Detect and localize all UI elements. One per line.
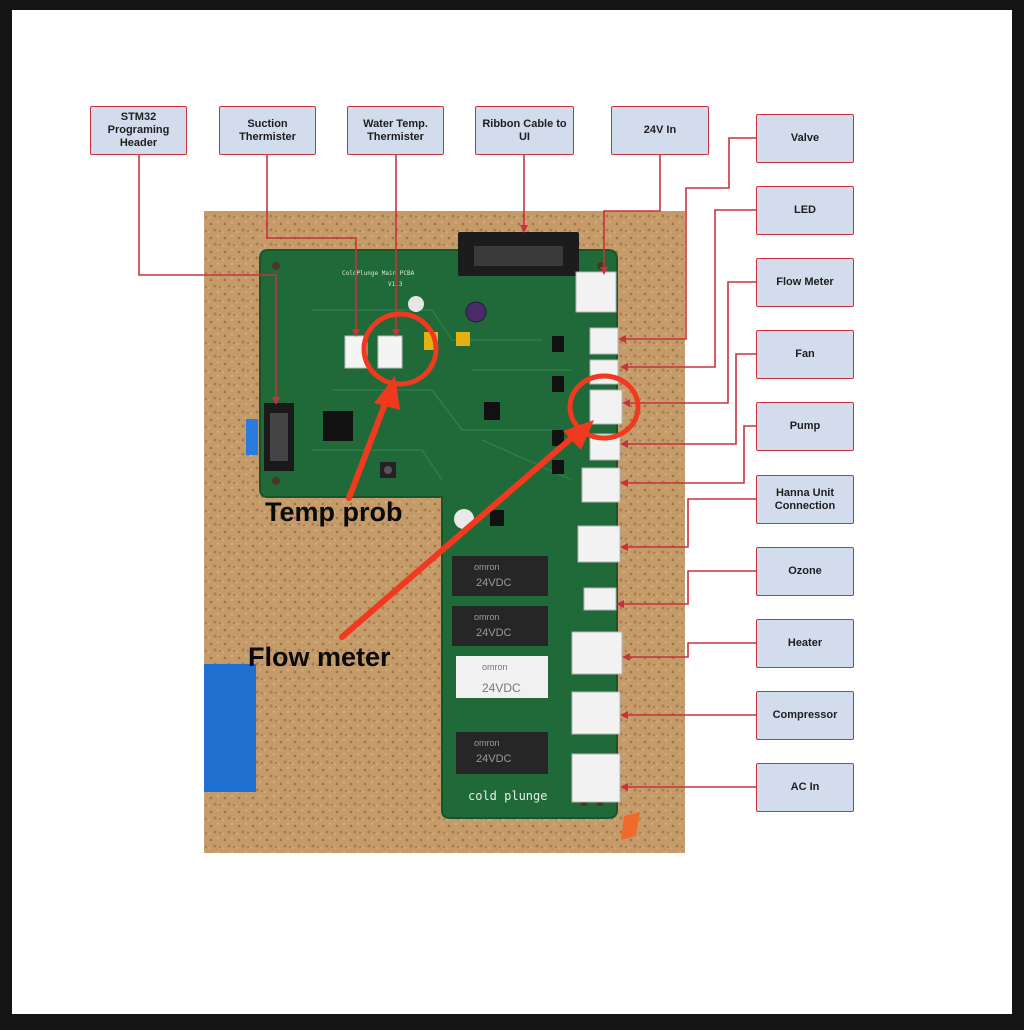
temp-probe-circle [361, 311, 439, 387]
flow-meter-leader [626, 281, 756, 404]
ozone-leader [620, 570, 756, 605]
arrowhead [616, 600, 624, 608]
arrowhead [622, 399, 630, 407]
silk-bottom-text: cold plunge [468, 789, 547, 803]
valve-connector [589, 327, 619, 355]
mount-hole [272, 477, 280, 485]
arrowhead [520, 225, 528, 233]
relay [456, 656, 548, 698]
blue-tape-left [204, 664, 256, 792]
valve-label: Valve [756, 114, 854, 163]
flow-meter-label: Flow Meter [756, 258, 854, 307]
temp-probe-arrow [346, 393, 391, 501]
orange-scrap [621, 812, 640, 840]
mcu-chip [323, 411, 353, 441]
tantalum-cap [456, 332, 470, 346]
silk-title: ColdPlunge Main PCBA [342, 270, 415, 277]
ic-chip [552, 336, 564, 352]
relay [452, 606, 548, 646]
flow-meter-arrowhead [563, 420, 594, 450]
ic-chip [484, 402, 500, 420]
temp-probe-annotation: Temp prob [265, 497, 403, 527]
callout-arrows [339, 376, 594, 640]
arrowhead [272, 397, 280, 405]
arrowhead [600, 267, 608, 275]
pcb-traces [312, 309, 573, 481]
arrowhead [618, 335, 626, 343]
leader-arrowheads [272, 225, 630, 791]
temp-probe-arrowhead [374, 376, 400, 410]
pump-label: Pump [756, 402, 854, 451]
pump-leader [624, 425, 756, 484]
arrowhead [620, 479, 628, 487]
fan-leader [624, 353, 756, 445]
mount-hole [272, 262, 280, 270]
valve-leader [622, 137, 756, 340]
arrowhead [620, 711, 628, 719]
arrowhead [620, 783, 628, 791]
ribbon-header-slot [474, 246, 563, 266]
24v-in-label: 24V In [611, 106, 709, 155]
hanna-connector [577, 525, 621, 563]
diagram-frame: ColdPlunge Main PCBA V1.3 cold plunge [12, 10, 1012, 1014]
flow-meter-connector [589, 389, 623, 425]
button-cap [384, 466, 392, 474]
arrowhead [620, 363, 628, 371]
ozone-connector [583, 587, 617, 611]
relay-voltage: 24VDC [476, 577, 512, 589]
compressor-connector [571, 691, 621, 735]
stm32-leader [138, 155, 277, 400]
water-temp-thermistor-label: Water Temp. Thermister [347, 106, 444, 155]
ic-chip [552, 430, 564, 446]
24v-leader [603, 155, 661, 270]
pump-connector [581, 467, 621, 503]
water-temp-thermistor-connector [377, 335, 403, 369]
compressor-label: Compressor [756, 691, 854, 740]
relay-voltage: 24VDC [476, 753, 512, 765]
relay-brand: omron [474, 612, 500, 622]
capacitor [465, 301, 487, 323]
ac-in-connector [571, 753, 621, 803]
hanna-leader [624, 498, 756, 548]
suction-thermistor-label: Suction Thermister [219, 106, 316, 155]
leader-lines [138, 137, 756, 788]
arrowhead [392, 329, 400, 337]
arrowhead [620, 440, 628, 448]
heater-connector [571, 631, 623, 675]
relay-brand: omron [474, 562, 500, 572]
capacitor [408, 296, 424, 312]
relay [456, 732, 548, 774]
arrowhead [352, 329, 360, 337]
relay-brand: omron [474, 738, 500, 748]
arrowhead [620, 543, 628, 551]
ic-chip [552, 460, 564, 474]
ic-chip [552, 376, 564, 392]
hanna-unit-label: Hanna Unit Connection [756, 475, 854, 524]
ic-chip [490, 510, 504, 526]
led-label: LED [756, 186, 854, 235]
relay-voltage: 24VDC [482, 681, 521, 695]
arrowhead [622, 653, 630, 661]
led-leader [624, 209, 756, 368]
flow-meter-circle [567, 373, 641, 441]
suction-leader [266, 155, 357, 332]
ac-in-label: AC In [756, 763, 854, 812]
relay-voltage: 24VDC [476, 627, 512, 639]
heater-leader [626, 642, 756, 658]
flow-meter-arrow [339, 432, 578, 640]
24v-in-connector [575, 271, 617, 313]
stm32-header-label: STM32 Programing Header [90, 106, 187, 155]
heater-label: Heater [756, 619, 854, 668]
board-scene: ColdPlunge Main PCBA V1.3 cold plunge [138, 137, 756, 853]
ribbon-cable-label: Ribbon Cable to UI [475, 106, 574, 155]
fan-label: Fan [756, 330, 854, 379]
ozone-label: Ozone [756, 547, 854, 596]
blue-tape-small [246, 419, 258, 455]
flow-meter-annotation: Flow meter [248, 642, 391, 672]
relay [452, 556, 548, 596]
led-connector [589, 359, 619, 385]
relay-brand: omron [482, 662, 508, 672]
programming-header-slot [270, 413, 288, 461]
